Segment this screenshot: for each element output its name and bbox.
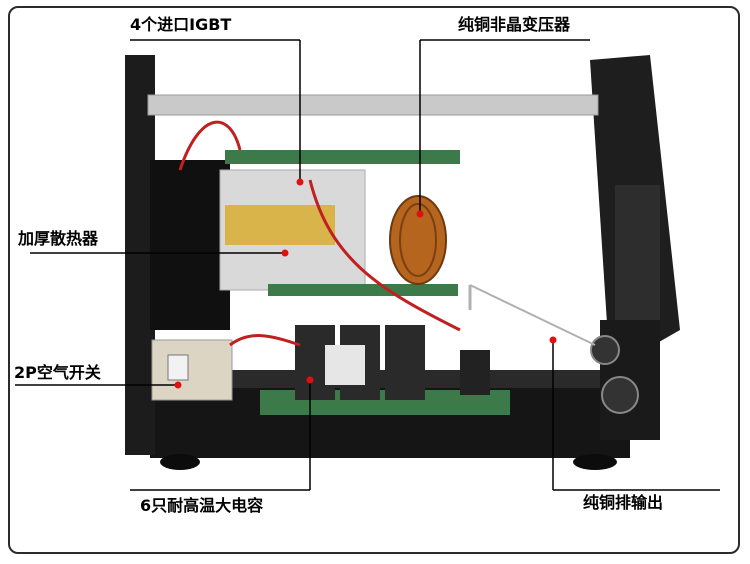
output-terminal-bottom	[601, 376, 639, 414]
output-terminal-top	[590, 335, 620, 365]
callout-breaker: 2P空气开关	[14, 363, 101, 382]
small-capacitor	[460, 350, 490, 395]
marker-busbar	[549, 336, 557, 344]
callout-transformer: 纯铜非晶变压器	[458, 15, 571, 34]
transformer-coil-winding	[399, 203, 437, 277]
marker-breaker	[174, 381, 182, 389]
vent-grille	[615, 185, 660, 330]
wire-red-3	[229, 334, 301, 347]
fan-housing	[150, 160, 230, 330]
callout-heatsink: 加厚散热器	[18, 229, 99, 248]
callout-igbt: 4个进口IGBT	[130, 15, 232, 34]
wire-red-1	[178, 120, 242, 171]
wire-red-2	[308, 179, 461, 332]
image-frame	[8, 6, 740, 554]
breaker-switch	[167, 354, 189, 381]
marker-capacitors	[306, 376, 314, 384]
transformer-coil	[389, 195, 447, 285]
marker-transformer	[416, 210, 424, 218]
marker-igbt	[296, 178, 304, 186]
heatsink-insulator	[225, 205, 335, 245]
relay-block	[325, 345, 365, 385]
capacitor-3	[385, 325, 425, 400]
lower-pcb	[268, 284, 458, 296]
copper-wire-output	[469, 284, 596, 346]
callout-capacitors: 6只耐高温大电容	[140, 496, 264, 515]
air-breaker	[151, 339, 233, 401]
callout-busbar: 纯铜排输出	[583, 493, 664, 512]
foot-left	[160, 454, 200, 470]
foot-right	[573, 454, 617, 470]
marker-heatsink	[281, 249, 289, 257]
upper-pcb	[225, 150, 460, 164]
top-rail	[147, 94, 599, 116]
